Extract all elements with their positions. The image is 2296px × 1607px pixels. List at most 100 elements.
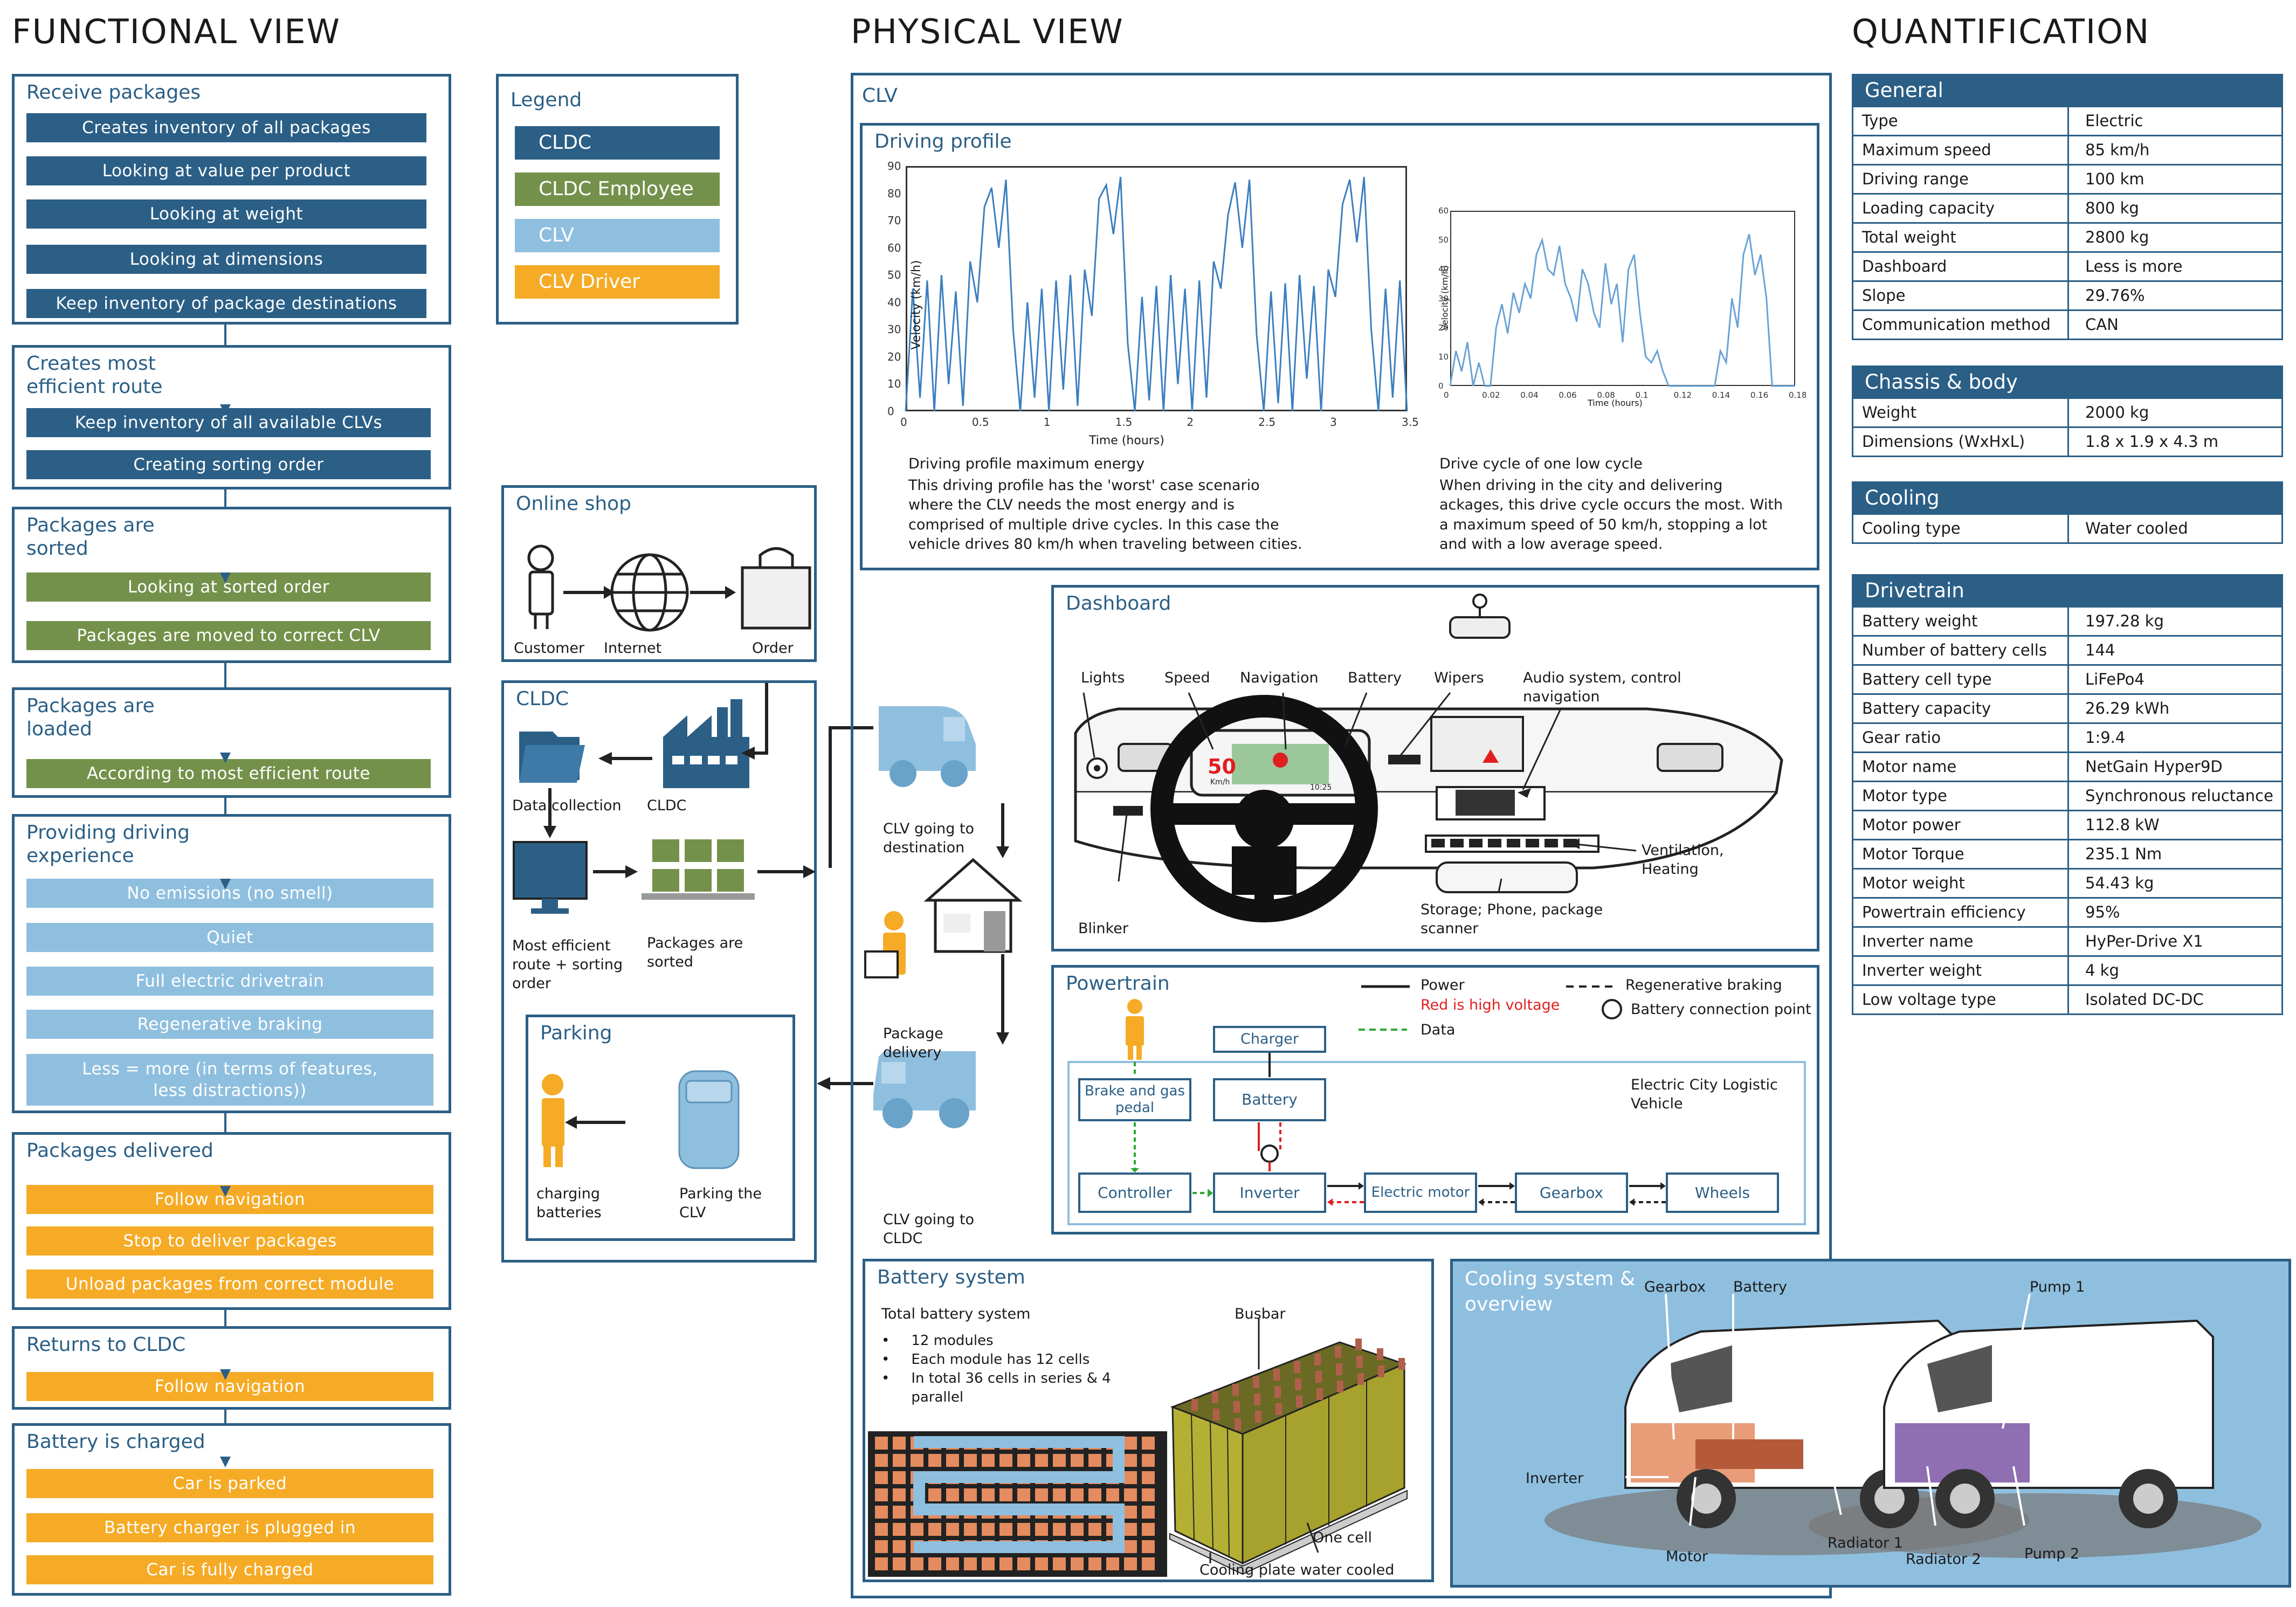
radiator1-label: Radiator 1 — [1828, 1535, 1903, 1551]
pump2-label: Pump 2 — [2024, 1546, 2080, 1562]
battery-system-title: Battery system — [877, 1266, 1025, 1288]
y-tick-label: 0 — [887, 405, 894, 418]
inverter-box: Inverter — [1213, 1173, 1326, 1213]
mirror-icon — [1449, 594, 1511, 639]
x-tick-label: 0.04 — [1520, 390, 1539, 400]
online-shop-icons — [527, 544, 811, 632]
battery-cell — [999, 1488, 1012, 1501]
battery-cell — [893, 1557, 906, 1570]
battery-cell — [928, 1557, 941, 1570]
clv-truck-icon — [879, 706, 976, 787]
battery-cell — [1124, 1471, 1137, 1484]
x-tick-label: 0.18 — [1789, 390, 1807, 400]
left-caption-title: Driving profile maximum energy — [908, 456, 1145, 472]
dashboard-title: Dashboard — [1066, 592, 1171, 615]
bullet: •12 modules — [881, 1333, 994, 1349]
dashboard-illustration: 50 Km/h 10:25 — [1074, 594, 1783, 922]
busbar-terminal — [1232, 1384, 1239, 1396]
battery-cell — [1035, 1454, 1048, 1467]
storage-label: Storage; Phone, package scanner — [1421, 901, 1603, 937]
row-value: HyPer-Drive X1 — [2085, 932, 2203, 950]
table-header: Drivetrain — [1852, 574, 2283, 608]
battery-cell — [875, 1523, 888, 1536]
row-value: 1.8 x 1.9 x 4.3 m — [2085, 432, 2219, 451]
x-tick-label: 1 — [1043, 416, 1051, 429]
table-header: Cooling — [1852, 481, 2283, 515]
legend-clv-driver: CLV Driver — [515, 265, 720, 299]
y-tick-label: 50 — [1438, 235, 1449, 245]
battery-cell — [911, 1523, 923, 1536]
cooling-illustration — [1545, 1293, 2261, 1558]
y-tick-label: 20 — [1438, 322, 1449, 333]
x-tick-label: 0 — [1444, 390, 1449, 400]
step: Stop to deliver packages — [26, 1226, 433, 1256]
row-key: Total weight — [1853, 224, 2069, 251]
group-title: Packages delivered — [26, 1140, 213, 1162]
busbar-terminal — [1295, 1378, 1301, 1390]
battery-cell — [1071, 1488, 1084, 1501]
step: Less = more (in terms of features, less … — [26, 1054, 433, 1106]
battery-cell — [1142, 1523, 1155, 1536]
legend-cldc-employee: CLDC Employee — [515, 173, 720, 206]
row-key: Dimensions (WxHxL) — [1853, 428, 2069, 456]
step: Looking at dimensions — [26, 245, 426, 274]
pump1-label: Pump 1 — [2030, 1279, 2085, 1295]
powertrain-panel: Powertrain Power Red is high voltage Dat… — [1051, 965, 1819, 1234]
battery-cell — [964, 1523, 977, 1536]
dashboard-panel: Dashboard 50 Km/h 10:25 — [1051, 585, 1819, 951]
speed-label: Speed — [1164, 670, 1210, 686]
online-shop-title: Online shop — [516, 493, 632, 515]
row-key: Motor type — [1853, 782, 2069, 810]
wheels-box: Wheels — [1666, 1173, 1779, 1213]
sorted-label: Packages are sorted — [647, 935, 743, 971]
y-tick-label: 70 — [887, 214, 901, 227]
order-bag-icon — [741, 547, 811, 630]
monitor-icon — [513, 841, 588, 914]
step: Unload packages from correct module — [26, 1270, 433, 1299]
busbar-terminal — [1275, 1403, 1282, 1415]
cldc-panel: CLDC — [501, 680, 817, 1263]
battery-cell — [1124, 1540, 1137, 1553]
row-value: 4 kg — [2085, 961, 2119, 980]
van-cutaway-icon — [1883, 1319, 2214, 1528]
group-receive-packages: Receive packages Creates inventory of al… — [12, 74, 451, 325]
battery-cell — [1124, 1488, 1137, 1501]
battery-cell — [1053, 1488, 1066, 1501]
x-tick-label: 0 — [900, 416, 907, 429]
battery-cell — [1071, 1454, 1084, 1467]
legend-cldc: CLDC — [515, 126, 720, 160]
battery-cell — [982, 1523, 995, 1536]
busbar-terminal — [1233, 1401, 1240, 1413]
x-tick-label: 3 — [1330, 416, 1337, 429]
step: According to most efficient route — [26, 759, 431, 788]
group-title: Battery is charged — [26, 1431, 205, 1453]
battery-cell — [893, 1454, 906, 1467]
group-packages-delivered: Packages delivered Follow navigation Sto… — [12, 1132, 451, 1310]
step: Packages are moved to correct CLV — [26, 621, 431, 650]
y-tick-label: 50 — [887, 268, 901, 282]
busbar-terminal — [1378, 1365, 1384, 1377]
battery-cell — [946, 1454, 959, 1467]
drive-cycle-svg — [1449, 233, 1795, 387]
functional-view-heading: FUNCTIONAL VIEW — [12, 12, 341, 51]
battery-cell — [875, 1506, 888, 1519]
battery-cell — [946, 1523, 959, 1536]
step: Looking at value per product — [26, 156, 426, 185]
y-tick-label: 10 — [887, 377, 901, 391]
inverter-label: Inverter — [1526, 1470, 1584, 1487]
battery-cell — [1106, 1557, 1119, 1570]
x-tick-label: 0.1 — [1635, 390, 1649, 400]
row-key: Cooling type — [1853, 515, 2069, 542]
controller-box: Controller — [1078, 1173, 1191, 1213]
y-tick-label: 90 — [887, 160, 901, 173]
battery-cell — [1035, 1488, 1048, 1501]
y-tick-label: 30 — [1438, 293, 1449, 304]
battery-cell — [982, 1454, 995, 1467]
cooling-battery-label: Battery — [1733, 1279, 1787, 1295]
battery-illustrations — [868, 1318, 1408, 1577]
